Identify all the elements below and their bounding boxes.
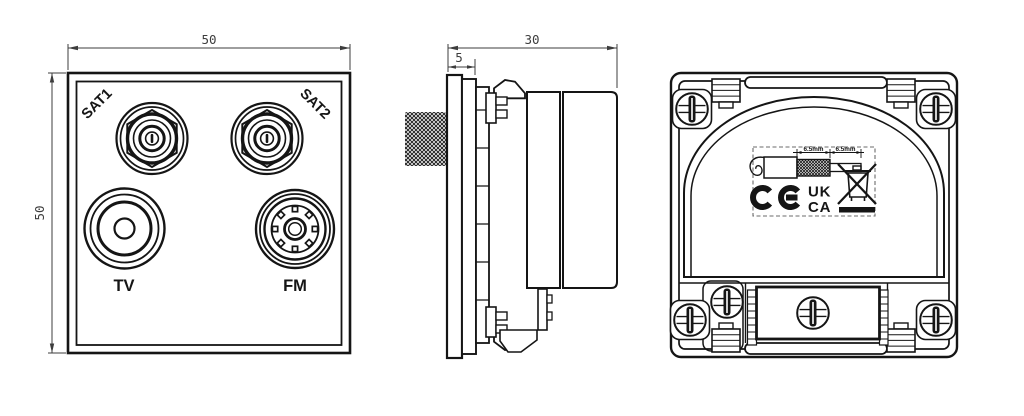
dimension-faceplate-thickness: 5 (448, 50, 476, 75)
dimension-height: 50 (32, 72, 66, 354)
strip-dim-braid-text: 6.5mm (804, 146, 824, 153)
ce-mark-icon (750, 185, 801, 210)
ukca-mark: UK CA (808, 184, 831, 217)
mounting-wing-top (493, 79, 526, 100)
f-connector-thread (405, 112, 446, 166)
rear-dome-inner-outline (690, 106, 938, 277)
faceplate-inner-outline (75, 80, 343, 346)
screw-inner-left (710, 285, 744, 319)
strip-dim-conductor-text: 6.5mm (836, 146, 856, 153)
module-frame-column (475, 86, 490, 344)
screw-bottom-left (669, 299, 711, 341)
rear-view: 6.5mm 6.5mm UK CA (669, 71, 959, 359)
height-dim-text: 50 (32, 205, 47, 220)
center-pin-slot (265, 133, 269, 144)
faceplate-outline (66, 71, 352, 355)
ukca-ca-text: CA (808, 199, 831, 216)
cable-strip-diagram-icon: 6.5mm 6.5mm (749, 146, 864, 179)
front-view: 50 50 (32, 32, 352, 355)
spring-clip-top (485, 92, 508, 124)
tv-connector (83, 187, 166, 270)
module-body-profile (526, 91, 561, 289)
side-view: 30 5 (405, 32, 618, 360)
clip-bottom-left (711, 322, 741, 353)
faceplate-backing-profile (461, 78, 477, 355)
sat1-f-connector (115, 101, 189, 176)
screw-top-right (915, 88, 957, 130)
tv-label: TV (113, 277, 134, 295)
thickness-dim-text: 5 (455, 50, 463, 65)
module-rear-housing-profile (562, 91, 618, 289)
latch-bottom (499, 288, 553, 353)
dimension-width: 50 (67, 32, 351, 70)
faceplate-side-profile (445, 73, 464, 360)
fm-shield-teeth (271, 205, 319, 253)
depth-dim-text: 30 (524, 32, 539, 47)
compliance-label: 6.5mm 6.5mm UK CA (749, 146, 877, 217)
width-dim-text: 50 (201, 32, 216, 47)
clip-top-right (886, 78, 916, 109)
weee-bin-icon (837, 163, 877, 213)
fm-label: FM (283, 277, 307, 295)
screw-bottom-right (915, 299, 957, 341)
sat2-f-connector (230, 101, 304, 176)
top-slot (744, 76, 888, 89)
screw-top-left (671, 88, 713, 130)
clip-top-left (711, 78, 741, 109)
ukca-uk-text: UK (808, 184, 831, 201)
screw-terminal-center (796, 296, 830, 330)
center-pin-slot (150, 133, 154, 144)
clip-bottom-right (886, 322, 916, 353)
fm-connector (254, 188, 336, 270)
bottom-slot (744, 342, 888, 355)
